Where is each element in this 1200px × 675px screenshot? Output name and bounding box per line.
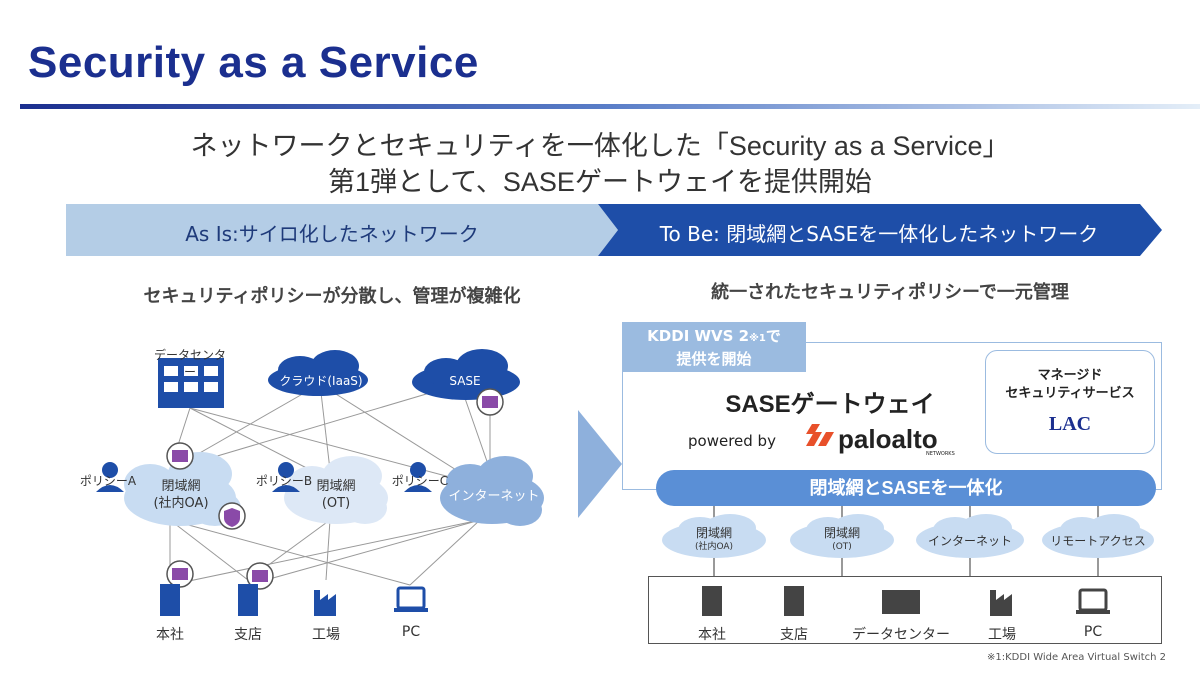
sase-label: SASE bbox=[449, 374, 481, 388]
security-badge-icons bbox=[166, 388, 504, 590]
footnote: ※1:KDDI Wide Area Virtual Switch 2 bbox=[987, 652, 1166, 663]
datacenter-building-icon bbox=[158, 358, 224, 408]
iaas-label: クラウド(IaaS) bbox=[279, 374, 363, 388]
powered-by-label: powered by bbox=[688, 432, 776, 450]
to-be-node-pc: PC bbox=[1083, 624, 1103, 640]
to-be-node-kojo: 工場 bbox=[988, 627, 1016, 643]
ot-cloud-shape bbox=[284, 456, 388, 524]
to-be-sites-box bbox=[648, 576, 1162, 644]
subtitle-line-2: 第1弾として、SASEゲートウェイを提供開始 bbox=[328, 167, 872, 197]
managed-security-box: マネージド セキュリティサービス LAC bbox=[985, 350, 1155, 454]
to-be-cloud-internet: インターネット bbox=[927, 534, 1012, 548]
oa-cloud-label: 閉域網 (社内OA) bbox=[153, 479, 209, 511]
sase-gateway-title: SASEゲートウェイ bbox=[725, 391, 935, 418]
paloalto-logo-icon bbox=[806, 424, 834, 446]
to-be-node-datacenter: データセンター bbox=[852, 627, 950, 643]
transition-arrow bbox=[578, 410, 622, 518]
subtitle-line-1: ネットワークとセキュリティを一体化した「Security as a Servic… bbox=[190, 131, 1010, 161]
managed-line-1: マネージド bbox=[1037, 368, 1103, 383]
to-be-node-honsha: 本社 bbox=[698, 627, 726, 643]
paloalto-wordmark: paloalto bbox=[838, 424, 938, 454]
lac-logo: LAC bbox=[1048, 413, 1092, 435]
as-is-banner-shape bbox=[66, 204, 618, 256]
to-be-banner: To Be: 閉域網とSASEを一体化したネットワーク bbox=[659, 222, 1099, 246]
unify-bar: 閉域網とSASEを一体化 bbox=[656, 470, 1156, 506]
to-be-connection-lines bbox=[713, 506, 1099, 576]
as-is-banner: As Is:サイロ化したネットワーク bbox=[185, 222, 479, 246]
page-title: Security as a Service bbox=[28, 38, 479, 87]
as-is-node-kojo: 工場 bbox=[312, 627, 340, 643]
kddi-wvs-label: KDDI WVS 2※1で 提供を開始 bbox=[622, 322, 806, 372]
as-is-node-icons bbox=[160, 584, 428, 616]
as-is-node-pc: PC bbox=[401, 624, 421, 640]
policy-b-label: ポリシーB bbox=[255, 474, 313, 488]
oa-cloud-shape bbox=[124, 452, 241, 526]
ot-cloud-label: 閉域網 (OT) bbox=[316, 479, 356, 511]
to-be-caption: 統一されたセキュリティポリシーで一元管理 bbox=[711, 282, 1069, 302]
internet-cloud-shape bbox=[440, 456, 544, 526]
iaas-cloud-shape bbox=[268, 350, 368, 396]
to-be-node-shiten: 支店 bbox=[780, 627, 808, 643]
as-is-node-honsha: 本社 bbox=[156, 627, 184, 643]
title-underline bbox=[20, 104, 1200, 109]
internet-cloud-label: インターネット bbox=[448, 489, 540, 504]
to-be-cloud-remote: リモートアクセス bbox=[1050, 534, 1146, 548]
policy-a-label: ポリシーA bbox=[79, 474, 137, 488]
to-be-cloud-oa: 閉域網(社内OA) bbox=[694, 526, 734, 552]
as-is-caption: セキュリティポリシーが分散し、管理が複雑化 bbox=[143, 286, 521, 306]
policy-c-label: ポリシーC bbox=[391, 474, 449, 488]
datacenter-label: データセンター bbox=[153, 348, 226, 379]
to-be-node-icons bbox=[702, 586, 1110, 616]
to-be-cloud-ot: 閉域網(OT) bbox=[823, 526, 860, 552]
paloalto-networks-sub: NETWORKS bbox=[926, 451, 955, 457]
as-is-node-shiten: 支店 bbox=[234, 627, 262, 643]
to-be-cloud-shapes bbox=[662, 514, 1154, 558]
policy-person-icons bbox=[96, 462, 432, 492]
managed-line-2: セキュリティサービス bbox=[1005, 386, 1135, 401]
to-be-banner-shape bbox=[598, 204, 1162, 256]
